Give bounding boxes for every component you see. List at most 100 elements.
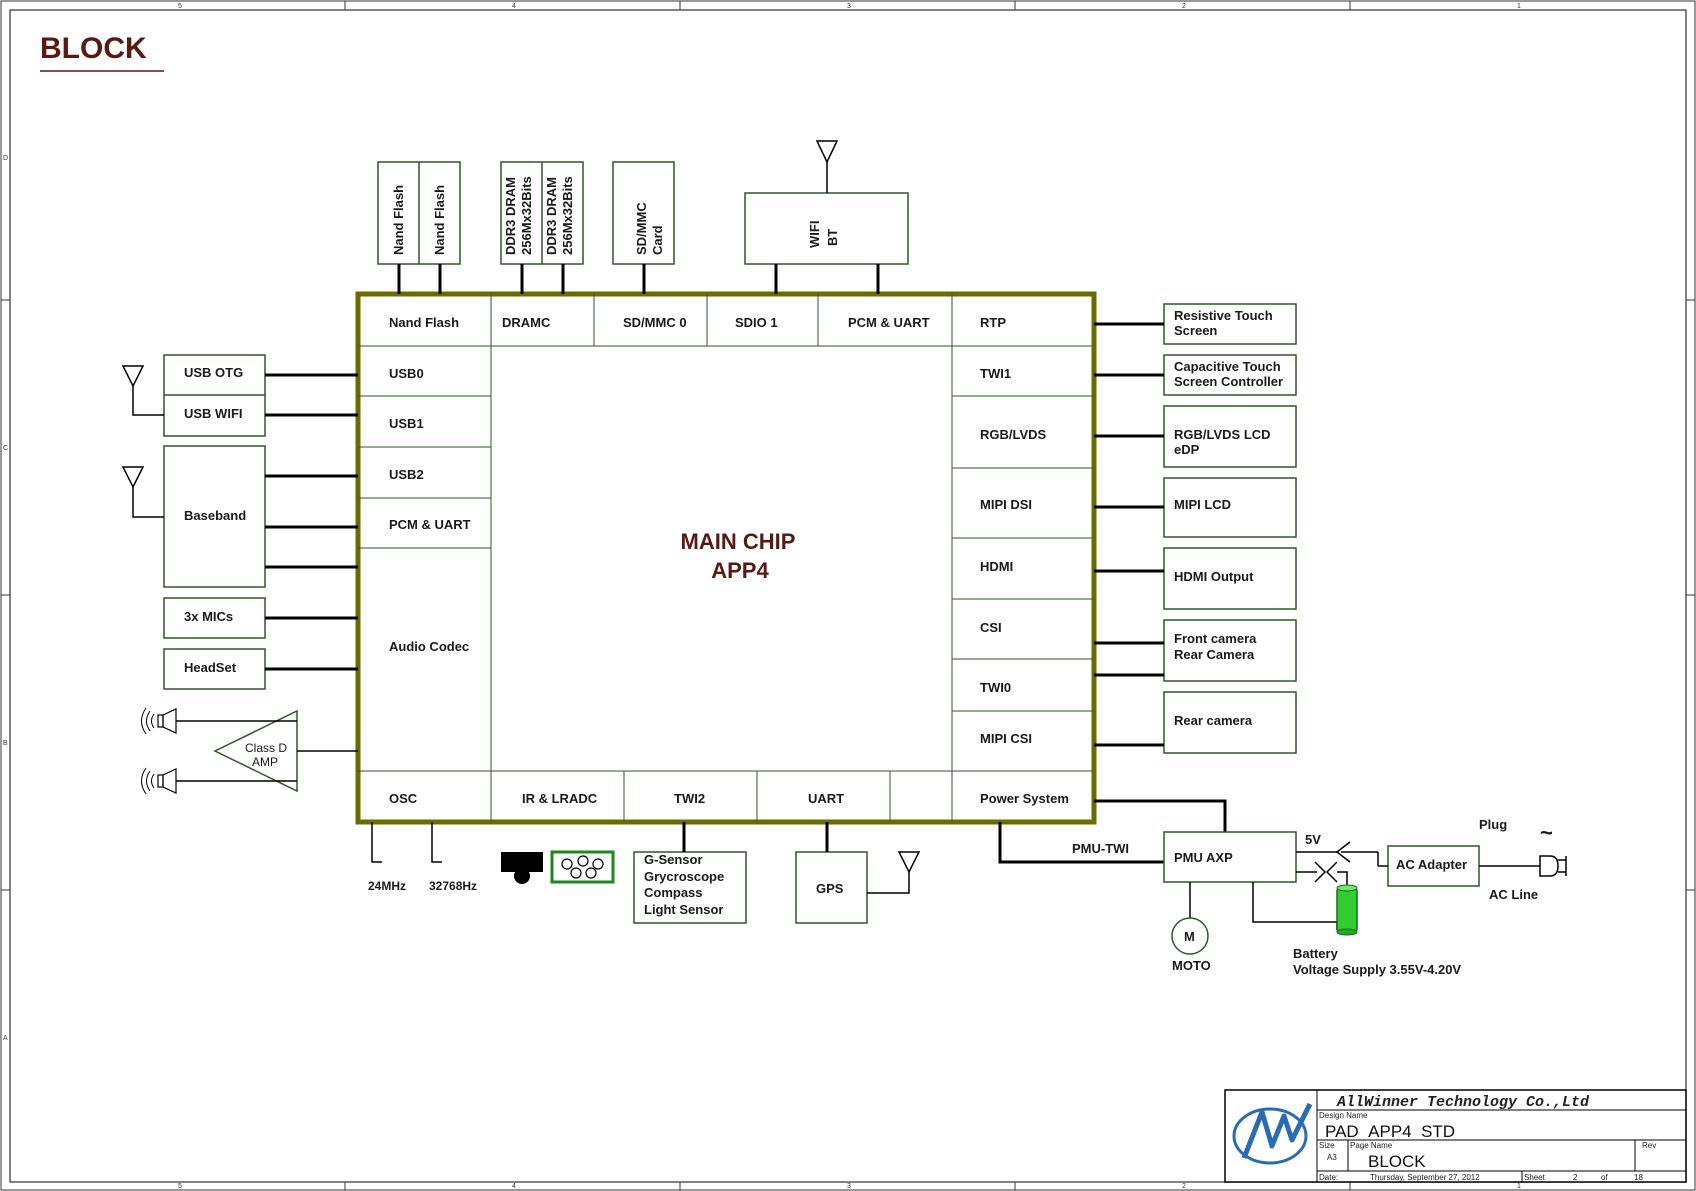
port-twi0: TWI0: [980, 680, 1011, 695]
allwinner-logo-icon: [1232, 1102, 1313, 1165]
port-dramc: DRAMC: [502, 315, 551, 330]
plug-label: Plug: [1479, 817, 1507, 832]
ac-line-label: AC Line: [1489, 887, 1538, 902]
sheet-label: Sheet: [1524, 1173, 1546, 1182]
wifi-antenna-icon: [815, 140, 839, 164]
rev-label: Rev: [1642, 1141, 1656, 1150]
ruler-col-1-bottom: 1: [1517, 1183, 1521, 1190]
keypad-module-icon: [550, 850, 615, 884]
port-audio-codec: Audio Codec: [389, 639, 469, 654]
date-label: Date:: [1319, 1173, 1338, 1182]
page-name-label: Page Name: [1350, 1141, 1393, 1150]
ruler-col-2-bottom: 2: [1182, 1183, 1186, 1190]
mics-label: 3x MICs: [184, 609, 233, 624]
gps-box: [795, 851, 868, 924]
left-devices: USB OTG USB WIFI Baseband 3x MICs HeadSe…: [121, 354, 358, 795]
moto-label: MOTO: [1172, 958, 1211, 973]
usb-wifi-label: USB WIFI: [184, 406, 243, 421]
port-pcm-uart-left: PCM & UART: [389, 517, 471, 532]
right-devices: Resistive Touch Screen Capacitive Touch …: [1094, 303, 1297, 754]
crystal-24mhz-label: 24MHz: [368, 879, 406, 893]
motor-icon: [1171, 917, 1209, 955]
ac-plug-icon: [1539, 855, 1567, 877]
connector-icon: [1335, 841, 1351, 863]
port-twi2: TWI2: [674, 791, 705, 806]
baseband-antenna-icon: [121, 466, 145, 489]
pmu-axp-label: PMU AXP: [1174, 850, 1233, 865]
port-pcm-uart-top: PCM & UART: [848, 315, 930, 330]
speaker-icon: [141, 707, 177, 735]
compass-label: Compass: [644, 885, 703, 900]
ruler-col-1: 1: [1517, 3, 1521, 10]
ruler-col-2: 2: [1182, 3, 1186, 10]
port-sdio1: SDIO 1: [735, 315, 778, 330]
hdmi-output-label: HDMI Output: [1174, 569, 1254, 584]
title-block-frame: [1224, 1089, 1687, 1183]
capacitive-touch-label-a: Capacitive Touch: [1174, 359, 1281, 374]
dram-2-label-b: 256Mx32Bits: [560, 176, 575, 255]
main-chip: MAIN CHIP APP4 Nand Flash DRAMC SD/MMC 0…: [355, 291, 1097, 825]
gyroscope-label: Grycroscope: [644, 869, 724, 884]
rear-camera-2-label: Rear camera: [1174, 713, 1253, 728]
page-name: BLOCK: [1368, 1152, 1426, 1171]
design-name: PAD_APP4_STD: [1325, 1122, 1455, 1141]
nand-flash-1-label: Nand Flash: [391, 185, 406, 255]
size-value: A3: [1327, 1153, 1337, 1162]
size-label: Size: [1319, 1141, 1335, 1150]
crystal-32768hz-label: 32768Hz: [429, 879, 477, 893]
port-sdmmc0: SD/MMC 0: [623, 315, 687, 330]
motor-symbol: M: [1184, 929, 1195, 944]
ir-receiver-icon: [501, 852, 543, 884]
rgb-lvds-lcd-label-a: RGB/LVDS LCD: [1174, 427, 1271, 442]
nand-flash-2-label: Nand Flash: [432, 185, 447, 255]
ruler-col-3: 3: [847, 3, 851, 10]
crystal-24mhz-icon: [371, 822, 382, 863]
pmu-axp-box: [1163, 831, 1297, 883]
port-ir-lradc: IR & LRADC: [522, 791, 598, 806]
company-name: AllWinner Technology Co.,Ltd: [1336, 1094, 1590, 1111]
sdmmc-card-label-b: Card: [650, 225, 665, 255]
main-chip-label-1: MAIN CHIP: [681, 529, 796, 554]
bottom-devices: 24MHz 32768Hz G-Sensor Grycroscope Compa…: [368, 799, 1567, 977]
design-name-label: Design Name: [1319, 1111, 1368, 1120]
dram-1-label-b: 256Mx32Bits: [519, 176, 534, 255]
port-power-system: Power System: [980, 791, 1069, 806]
pmu-twi-label: PMU-TWI: [1072, 841, 1129, 856]
port-twi1: TWI1: [980, 366, 1011, 381]
of-label: of: [1601, 1173, 1608, 1182]
ruler-row-a: A: [3, 1035, 8, 1042]
headset-label: HeadSet: [184, 660, 237, 675]
main-chip-border: [355, 291, 1097, 825]
port-osc: OSC: [389, 791, 418, 806]
port-usb1: USB1: [389, 416, 424, 431]
battery-icon: [1336, 884, 1358, 936]
top-devices: Nand Flash Nand Flash DDR3 DRAM 256Mx32B…: [377, 140, 909, 294]
date-value: Thursday, September 27, 2012: [1370, 1173, 1480, 1182]
battery-voltage-label: Voltage Supply 3.55V-4.20V: [1293, 962, 1461, 977]
port-usb0: USB0: [389, 366, 424, 381]
ruler-row-c: C: [3, 445, 8, 452]
page-title: BLOCK: [40, 32, 147, 65]
speaker-icon: [141, 767, 177, 795]
usb-wifi-antenna-icon: [121, 365, 145, 388]
ruler-col-5: 5: [178, 3, 182, 10]
hdmi-output-box: [1163, 547, 1297, 610]
cameras-box: [1163, 619, 1297, 682]
ruler-col-5-bottom: 5: [178, 1183, 182, 1190]
capacitive-touch-label-b: Screen Controller: [1174, 374, 1283, 389]
ruler-col-4-bottom: 4: [512, 1183, 516, 1190]
bt-label: BT: [825, 229, 840, 246]
rgb-lvds-lcd-label-b: eDP: [1174, 442, 1200, 457]
gps-antenna-icon: [897, 851, 921, 874]
sdmmc-card-label-a: SD/MMC: [634, 202, 649, 255]
ruler-row-b: B: [3, 740, 8, 747]
amp-label-b: AMP: [252, 755, 278, 769]
wifi-label: WIFI: [807, 221, 822, 248]
sheet-number: 2: [1573, 1173, 1578, 1182]
port-uart: UART: [808, 791, 844, 806]
ruler-col-3-bottom: 3: [847, 1183, 851, 1190]
front-camera-label: Front camera: [1174, 631, 1257, 646]
title-block: AllWinner Technology Co.,Ltd Design Name…: [1224, 1089, 1687, 1183]
